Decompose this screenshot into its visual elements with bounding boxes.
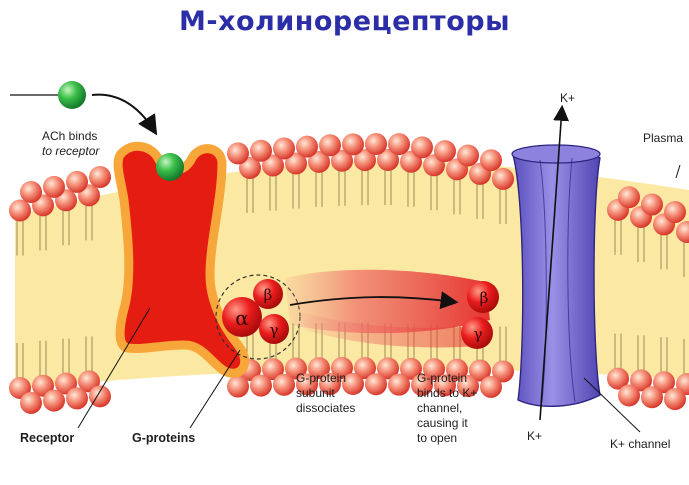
- lipid-head: [66, 171, 88, 193]
- lipid-head: [664, 201, 686, 223]
- beta-label: β: [264, 286, 273, 304]
- ach-ligand-bound: [156, 153, 184, 181]
- lipid-head: [273, 137, 295, 159]
- plasma-label: Plasma: [643, 131, 683, 145]
- lipid-head: [296, 136, 318, 158]
- k-ion-bottom-label: K+: [527, 429, 542, 443]
- alpha-label: α: [235, 306, 249, 330]
- lipid-head: [492, 168, 514, 190]
- binds-label-4: causing it: [417, 416, 468, 430]
- lipid-head: [618, 186, 640, 208]
- binds-label-2: binds to K+: [417, 386, 477, 400]
- binds-label-5: to open: [417, 431, 457, 445]
- lipid-head: [250, 140, 272, 162]
- lipid-head: [89, 166, 111, 188]
- binds-label-1: G-protein: [417, 371, 467, 385]
- gamma-bound-label: γ: [474, 325, 483, 343]
- plasma-leader: [676, 165, 680, 178]
- binding-arrow: [92, 95, 155, 132]
- lipid-head: [480, 149, 502, 171]
- gamma-label: γ: [270, 321, 279, 339]
- k-ion-top-label: K+: [560, 91, 575, 105]
- lipid-head: [66, 387, 88, 409]
- lipid-head: [480, 376, 502, 398]
- muscarinic-receptor-diagram: α β γ β γ ACh binds to receptor K+ Plasm…: [0, 50, 689, 485]
- k-channel-label: K+ channel: [610, 437, 670, 451]
- lipid-head: [227, 142, 249, 164]
- lipid-head: [20, 181, 42, 203]
- dissociates-label-1: G-protein: [296, 371, 346, 385]
- lipid-head: [388, 133, 410, 155]
- lipid-head: [227, 376, 249, 398]
- lipid-head: [434, 140, 456, 162]
- lipid-head: [319, 134, 341, 156]
- lipid-head: [388, 374, 410, 396]
- dissociates-label-2: subunit: [296, 386, 335, 400]
- g-proteins-label: G-proteins: [132, 431, 195, 445]
- lipid-head: [641, 194, 663, 216]
- lipid-head: [20, 392, 42, 414]
- lipid-head: [43, 390, 65, 412]
- lipid-head: [664, 388, 686, 410]
- ach-binds-label-1: ACh binds: [42, 129, 97, 143]
- lipid-head: [641, 386, 663, 408]
- lipid-head: [273, 374, 295, 396]
- receptor-label: Receptor: [20, 431, 74, 445]
- page-title: М-холинорецепторы: [0, 6, 689, 37]
- lipid-head: [365, 373, 387, 395]
- lipid-head: [43, 176, 65, 198]
- lipid-head: [250, 375, 272, 397]
- lipid-head: [365, 133, 387, 155]
- dissociates-label-3: dissociates: [296, 401, 355, 415]
- lipid-head: [457, 144, 479, 166]
- beta-bound-label: β: [480, 289, 489, 307]
- lipid-head: [342, 133, 364, 155]
- ach-ligand-free: [58, 81, 86, 109]
- lipid-head: [618, 384, 640, 406]
- lipid-head: [411, 136, 433, 158]
- lipid-head: [9, 199, 31, 221]
- ach-binds-label-2: to receptor: [42, 144, 100, 158]
- binds-label-3: channel,: [417, 401, 462, 415]
